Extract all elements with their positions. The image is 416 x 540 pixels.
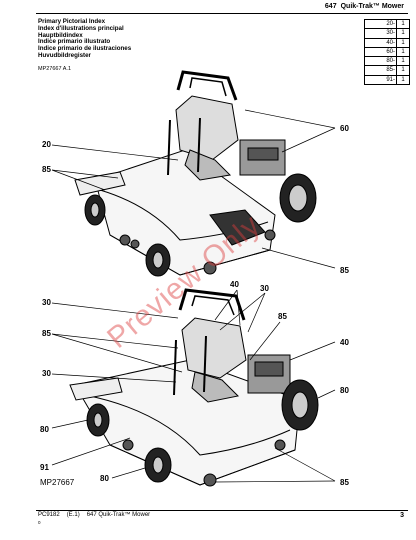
- index-title: Index d'illustrations principal: [38, 24, 124, 32]
- footer-product: 647 Quik-Trak™ Mower: [86, 512, 151, 518]
- callout-30: 30: [42, 298, 51, 307]
- index-title: Huvudbildregister: [38, 51, 91, 59]
- section-row[interactable]: 40- 1: [365, 38, 409, 48]
- top-leader-lines: [51, 109, 336, 269]
- section-value: 1: [401, 67, 405, 74]
- index-block: Primary Pictorial Index Index d'illustra…: [38, 18, 258, 72]
- index-title: Indice primario de ilustraciones: [38, 45, 132, 53]
- section-label: 91-: [365, 75, 397, 85]
- index-title: Primary Pictorial Index: [38, 18, 106, 25]
- callout-20: 20: [42, 140, 51, 149]
- callout-80: 80: [40, 425, 49, 434]
- section-row[interactable]: 80- 1: [365, 57, 409, 67]
- callout-30: 30: [260, 284, 269, 293]
- section-label: 80-: [365, 57, 397, 66]
- callout-85: 85: [42, 165, 51, 174]
- section-value: 1: [401, 39, 405, 46]
- section-table: 20- 1 30- 1 40- 1 60- 1 80- 1 85- 1 91- 1: [364, 19, 410, 86]
- section-value: 1: [401, 21, 405, 27]
- section-row[interactable]: 91- 1: [365, 75, 409, 85]
- header-product: Quik-Trak™ Mower: [340, 3, 404, 10]
- section-label: 85-: [365, 66, 397, 75]
- footer-doc: PC9182: [38, 512, 60, 518]
- callout-85: 85: [278, 312, 287, 321]
- section-label: 20-: [365, 20, 397, 29]
- callout-80: 80: [340, 386, 349, 395]
- section-label: 30-: [365, 29, 397, 38]
- footer-rule: [36, 510, 408, 511]
- index-code: MP27667 A.1: [38, 65, 72, 72]
- index-title: Hauptbildindex: [38, 31, 83, 39]
- figure-label: MP27667: [40, 478, 75, 487]
- footer-sub: 0: [38, 520, 41, 525]
- section-label: 40-: [365, 38, 397, 47]
- section-row[interactable]: 30- 1: [365, 29, 409, 39]
- section-row[interactable]: 60- 1: [365, 47, 409, 58]
- callout-30: 30: [42, 369, 51, 378]
- callout-85: 85: [340, 266, 349, 275]
- section-row[interactable]: 20- 1: [365, 20, 409, 30]
- page-number: 3: [400, 512, 404, 519]
- callout-91: 91: [40, 463, 49, 472]
- section-value: 1: [401, 30, 405, 37]
- callout-85: 85: [340, 478, 349, 487]
- section-value: 1: [401, 76, 405, 83]
- callout-60: 60: [340, 124, 349, 133]
- section-value: 1: [401, 58, 405, 65]
- header-model: 647: [324, 3, 337, 10]
- top-mower-illustration: [74, 70, 317, 277]
- bottom-mower-illustration: [69, 288, 319, 487]
- footer-edition: (E.1): [66, 512, 80, 518]
- index-title: Indice primario illustrato: [38, 38, 111, 46]
- callout-40: 40: [340, 338, 349, 347]
- callout-80: 80: [100, 474, 109, 483]
- section-row[interactable]: 85- 1: [365, 66, 409, 76]
- bottom-leader-lines: [51, 289, 336, 483]
- header-rule: [36, 13, 408, 14]
- callout-40: 40: [230, 280, 239, 289]
- section-label: 60-: [365, 47, 397, 57]
- section-value: 1: [401, 48, 405, 55]
- callout-85: 85: [42, 329, 51, 338]
- footer-left: PC9182 (E.1) 647 Quik-Trak™ Mower: [38, 512, 157, 518]
